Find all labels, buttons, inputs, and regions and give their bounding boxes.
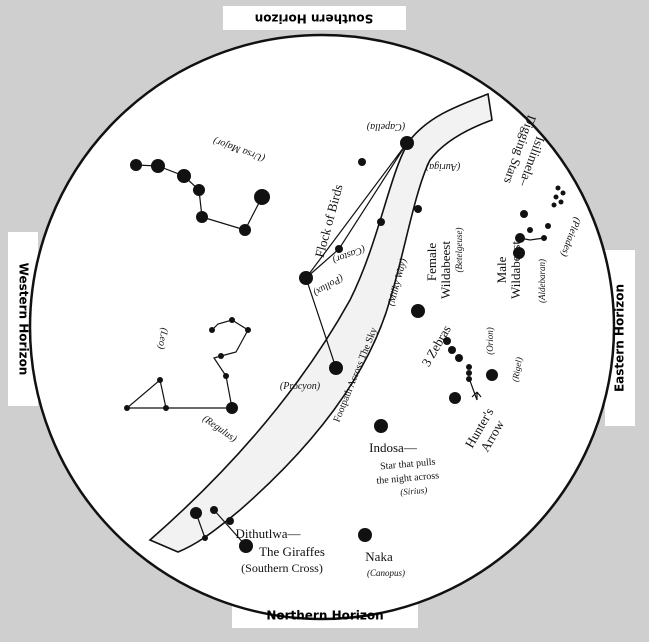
star [209, 327, 215, 333]
star-capella [400, 136, 414, 150]
southern-horizon-label: Southern Horizon [255, 12, 374, 26]
star-rigel [486, 369, 498, 381]
indosa-label: Indosa— [369, 440, 418, 455]
star [239, 539, 253, 553]
star [520, 210, 528, 218]
giraffes-label: The Giraffes [259, 544, 325, 559]
star [254, 189, 270, 205]
betelgeuse-label: (Betelgeuse) [454, 228, 464, 273]
star-pollux [299, 271, 313, 285]
star [151, 159, 165, 173]
northern-horizon-label: Northern Horizon [266, 609, 383, 623]
female-wildebeest-label-1: Female [424, 243, 439, 281]
star [558, 199, 564, 205]
auriga-label: (Auriga) [425, 161, 460, 172]
male-wildebeest-label-1: Male [494, 256, 509, 283]
star-sirius [374, 419, 388, 433]
female-wildebeest-label-2: Wildabeest [438, 241, 453, 299]
star [193, 184, 205, 196]
western-horizon-label: Western Horizon [17, 263, 31, 376]
star [190, 507, 202, 519]
star [239, 224, 251, 236]
star [449, 392, 461, 404]
star [466, 376, 472, 382]
star [515, 233, 525, 243]
stars [124, 136, 566, 553]
star [443, 337, 451, 345]
star-betelgeuse [411, 304, 425, 318]
star [196, 211, 208, 223]
hunters-arrow-pointer [471, 391, 482, 400]
eastern-horizon-label: Eastern Horizon [613, 284, 627, 392]
canopus-label: (Canopus) [367, 568, 405, 578]
star-aldebaran [513, 247, 525, 259]
star-regulus [226, 402, 238, 414]
indosa-desc-2: the night across [376, 470, 440, 486]
star [466, 370, 472, 376]
star [527, 227, 533, 233]
star [555, 185, 561, 191]
star [163, 405, 169, 411]
star [553, 194, 559, 200]
star [448, 346, 456, 354]
star [551, 202, 557, 208]
leo-label: (Leo) [155, 327, 170, 351]
rigel-label: (Rigel) [510, 356, 524, 382]
star [560, 190, 566, 196]
star [157, 377, 163, 383]
male-wildebeest-label-2: Wildabeest [508, 241, 523, 299]
star-canopus [358, 528, 372, 542]
orion-label: (Orion) [485, 327, 495, 355]
star [545, 223, 551, 229]
star [414, 205, 422, 213]
star [455, 354, 463, 362]
star [202, 535, 208, 541]
star-castor [335, 245, 343, 253]
star [124, 405, 130, 411]
aldebaran-label: (Aldebaran) [537, 259, 547, 303]
milky-way-band [148, 92, 493, 553]
star [226, 517, 234, 525]
star [210, 506, 218, 514]
star [218, 353, 224, 359]
capella-label: (Capella) [366, 121, 405, 132]
southern-cross-label: (Southern Cross) [241, 561, 323, 575]
star [177, 169, 191, 183]
dithutlwa-label: Dithutlwa— [236, 526, 302, 541]
star [466, 364, 472, 370]
sirius-label: (Sirius) [400, 485, 428, 497]
star [358, 158, 366, 166]
indosa-desc-1: Star that pulls [380, 457, 436, 473]
naka-label: Naka [365, 549, 393, 564]
star-procyon [329, 361, 343, 375]
star [223, 373, 229, 379]
star [130, 159, 142, 171]
southern-horizon-box [223, 6, 406, 30]
procyon-label: (Procyon) [280, 381, 321, 392]
star [541, 235, 547, 241]
star [229, 317, 235, 323]
star [377, 218, 385, 226]
star [245, 327, 251, 333]
